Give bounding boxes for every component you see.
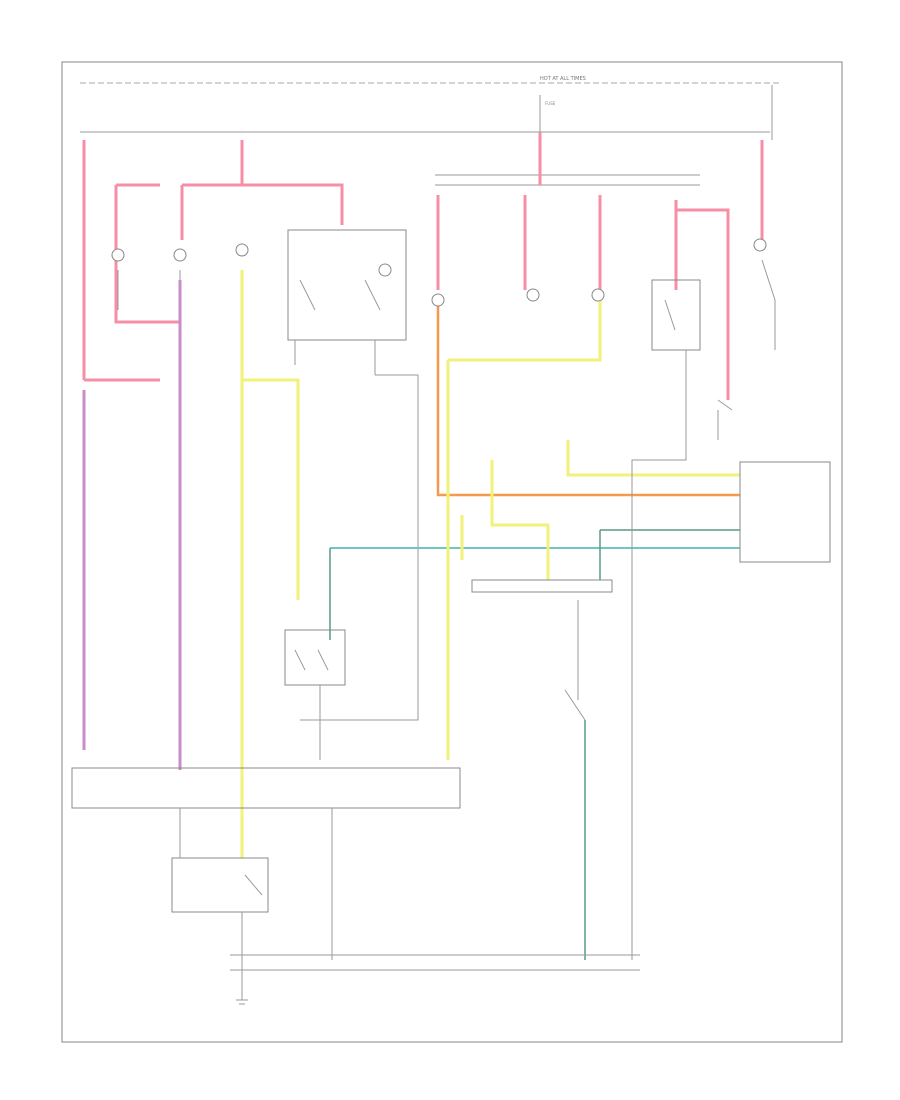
bulb-icon-4 (431, 293, 445, 307)
far-right-switch (761, 259, 776, 301)
ground-icon (236, 999, 248, 1005)
fuse-box-label: HOT AT ALL TIMES (540, 76, 586, 82)
module-bulb-icon (378, 263, 392, 277)
bulb-icon-1 (111, 248, 125, 262)
right-switch-small (717, 399, 733, 411)
lower-bus-box (71, 767, 461, 809)
right-switch-box (651, 279, 701, 351)
yellow-branch (242, 378, 300, 600)
relay-box (284, 629, 346, 686)
bulb-icon-3 (235, 243, 249, 257)
bottom-switch-box (171, 857, 269, 913)
relay-contact-2 (317, 649, 329, 671)
center-module-box (471, 579, 613, 593)
brake-switch (564, 689, 586, 721)
bulb-icon-5 (526, 288, 540, 302)
bulb-icon-7 (753, 238, 767, 252)
pink-top-run (182, 183, 344, 225)
right-switch-contact (664, 299, 676, 331)
pink-loop-left (114, 185, 180, 324)
switch-contact-2 (364, 279, 381, 311)
orange-wire (436, 300, 740, 497)
fuse-main-label: FUSE (545, 101, 556, 106)
switch-module-box (287, 229, 407, 341)
control-module-box (739, 461, 831, 563)
bulb-icon-2 (173, 248, 187, 262)
yellow-right-branch (566, 440, 740, 477)
relay-contact-1 (294, 649, 306, 671)
diagram-border (61, 61, 843, 1043)
bottom-switch-contact (244, 874, 263, 896)
yellow-mid-branch (490, 460, 550, 580)
yellow-top-right (448, 300, 602, 362)
right-return-wire (631, 350, 687, 960)
switch-contact-1 (299, 279, 316, 311)
pink-right-run (676, 208, 730, 400)
bulb-icon-6 (591, 288, 605, 302)
